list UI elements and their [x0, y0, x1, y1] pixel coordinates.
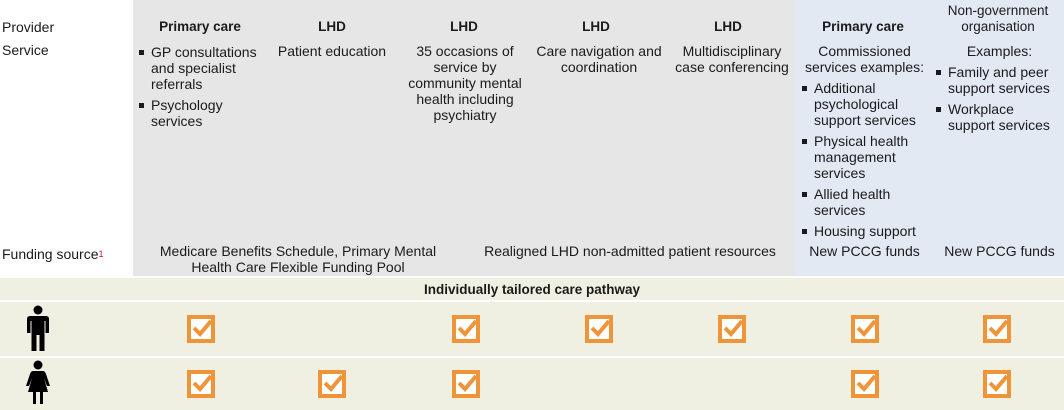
column-header: Primary care — [822, 19, 904, 34]
checked-box-icon — [718, 315, 746, 343]
service-ngo-intro: Examples: — [966, 43, 1033, 59]
pathway-panel — [0, 276, 1064, 410]
checked-box-icon — [187, 370, 215, 398]
funding-ngo: New PCCG funds — [944, 243, 1055, 259]
funding-primary: Medicare Benefits Schedule, Primary Ment… — [159, 243, 437, 275]
checked-box-icon — [851, 370, 879, 398]
column-header: LHD — [582, 19, 610, 34]
checked-box-icon — [851, 315, 879, 343]
divider — [0, 276, 1064, 278]
divider — [0, 300, 1064, 302]
service-list-commissioned: Additional psychological support service… — [800, 80, 932, 244]
service-row-label: Service — [2, 42, 49, 58]
service-lhd-4: Multidisciplinary case conferencing — [675, 43, 789, 75]
list-item: Physical health management services — [800, 133, 932, 181]
lhd-primary-panel — [133, 0, 795, 276]
service-list-primary: GP consultations and specialist referral… — [137, 44, 265, 134]
checked-box-icon — [187, 315, 215, 343]
checked-box-icon — [585, 315, 613, 343]
funding-row-label: Funding source1 — [2, 246, 104, 262]
service-lhd-2: 35 occasions of service by community men… — [408, 43, 522, 123]
list-item: Family and peer support services — [934, 64, 1064, 96]
checked-box-icon — [452, 370, 480, 398]
footnote-marker: 1 — [98, 249, 104, 259]
funding-lhd: Realigned LHD non-admitted patient resou… — [484, 243, 776, 259]
service-list-ngo: Family and peer support services Workpla… — [934, 64, 1064, 138]
column-header: LHD — [318, 19, 346, 34]
service-commissioned-intro: Commissioned services examples: — [804, 43, 925, 75]
service-lhd-3: Care navigation and coordination — [536, 43, 662, 75]
funding-pccg: New PCCG funds — [809, 243, 920, 259]
column-header: LHD — [714, 19, 742, 34]
list-item: GP consultations and specialist referral… — [137, 44, 265, 92]
checked-box-icon — [318, 370, 346, 398]
divider — [0, 356, 1064, 358]
checked-box-icon — [983, 315, 1011, 343]
list-item: Workplace support services — [934, 101, 1064, 133]
pathway-title: Individually tailored care pathway — [423, 282, 641, 297]
column-header: LHD — [450, 19, 478, 34]
male-person-icon — [27, 305, 49, 351]
checked-box-icon — [983, 370, 1011, 398]
column-header: Primary care — [159, 19, 241, 34]
service-lhd-1: Patient education — [277, 43, 387, 59]
female-person-icon — [26, 360, 50, 404]
list-item: Psychology services — [137, 97, 265, 129]
commissioned-panel — [795, 0, 1064, 276]
checked-box-icon — [452, 315, 480, 343]
provider-row-label: Provider — [2, 19, 55, 35]
list-item: Housing support — [800, 223, 932, 239]
column-header: Non-government organisation — [947, 3, 1049, 34]
list-item: Additional psychological support service… — [800, 80, 932, 128]
list-item: Allied health services — [800, 186, 932, 218]
